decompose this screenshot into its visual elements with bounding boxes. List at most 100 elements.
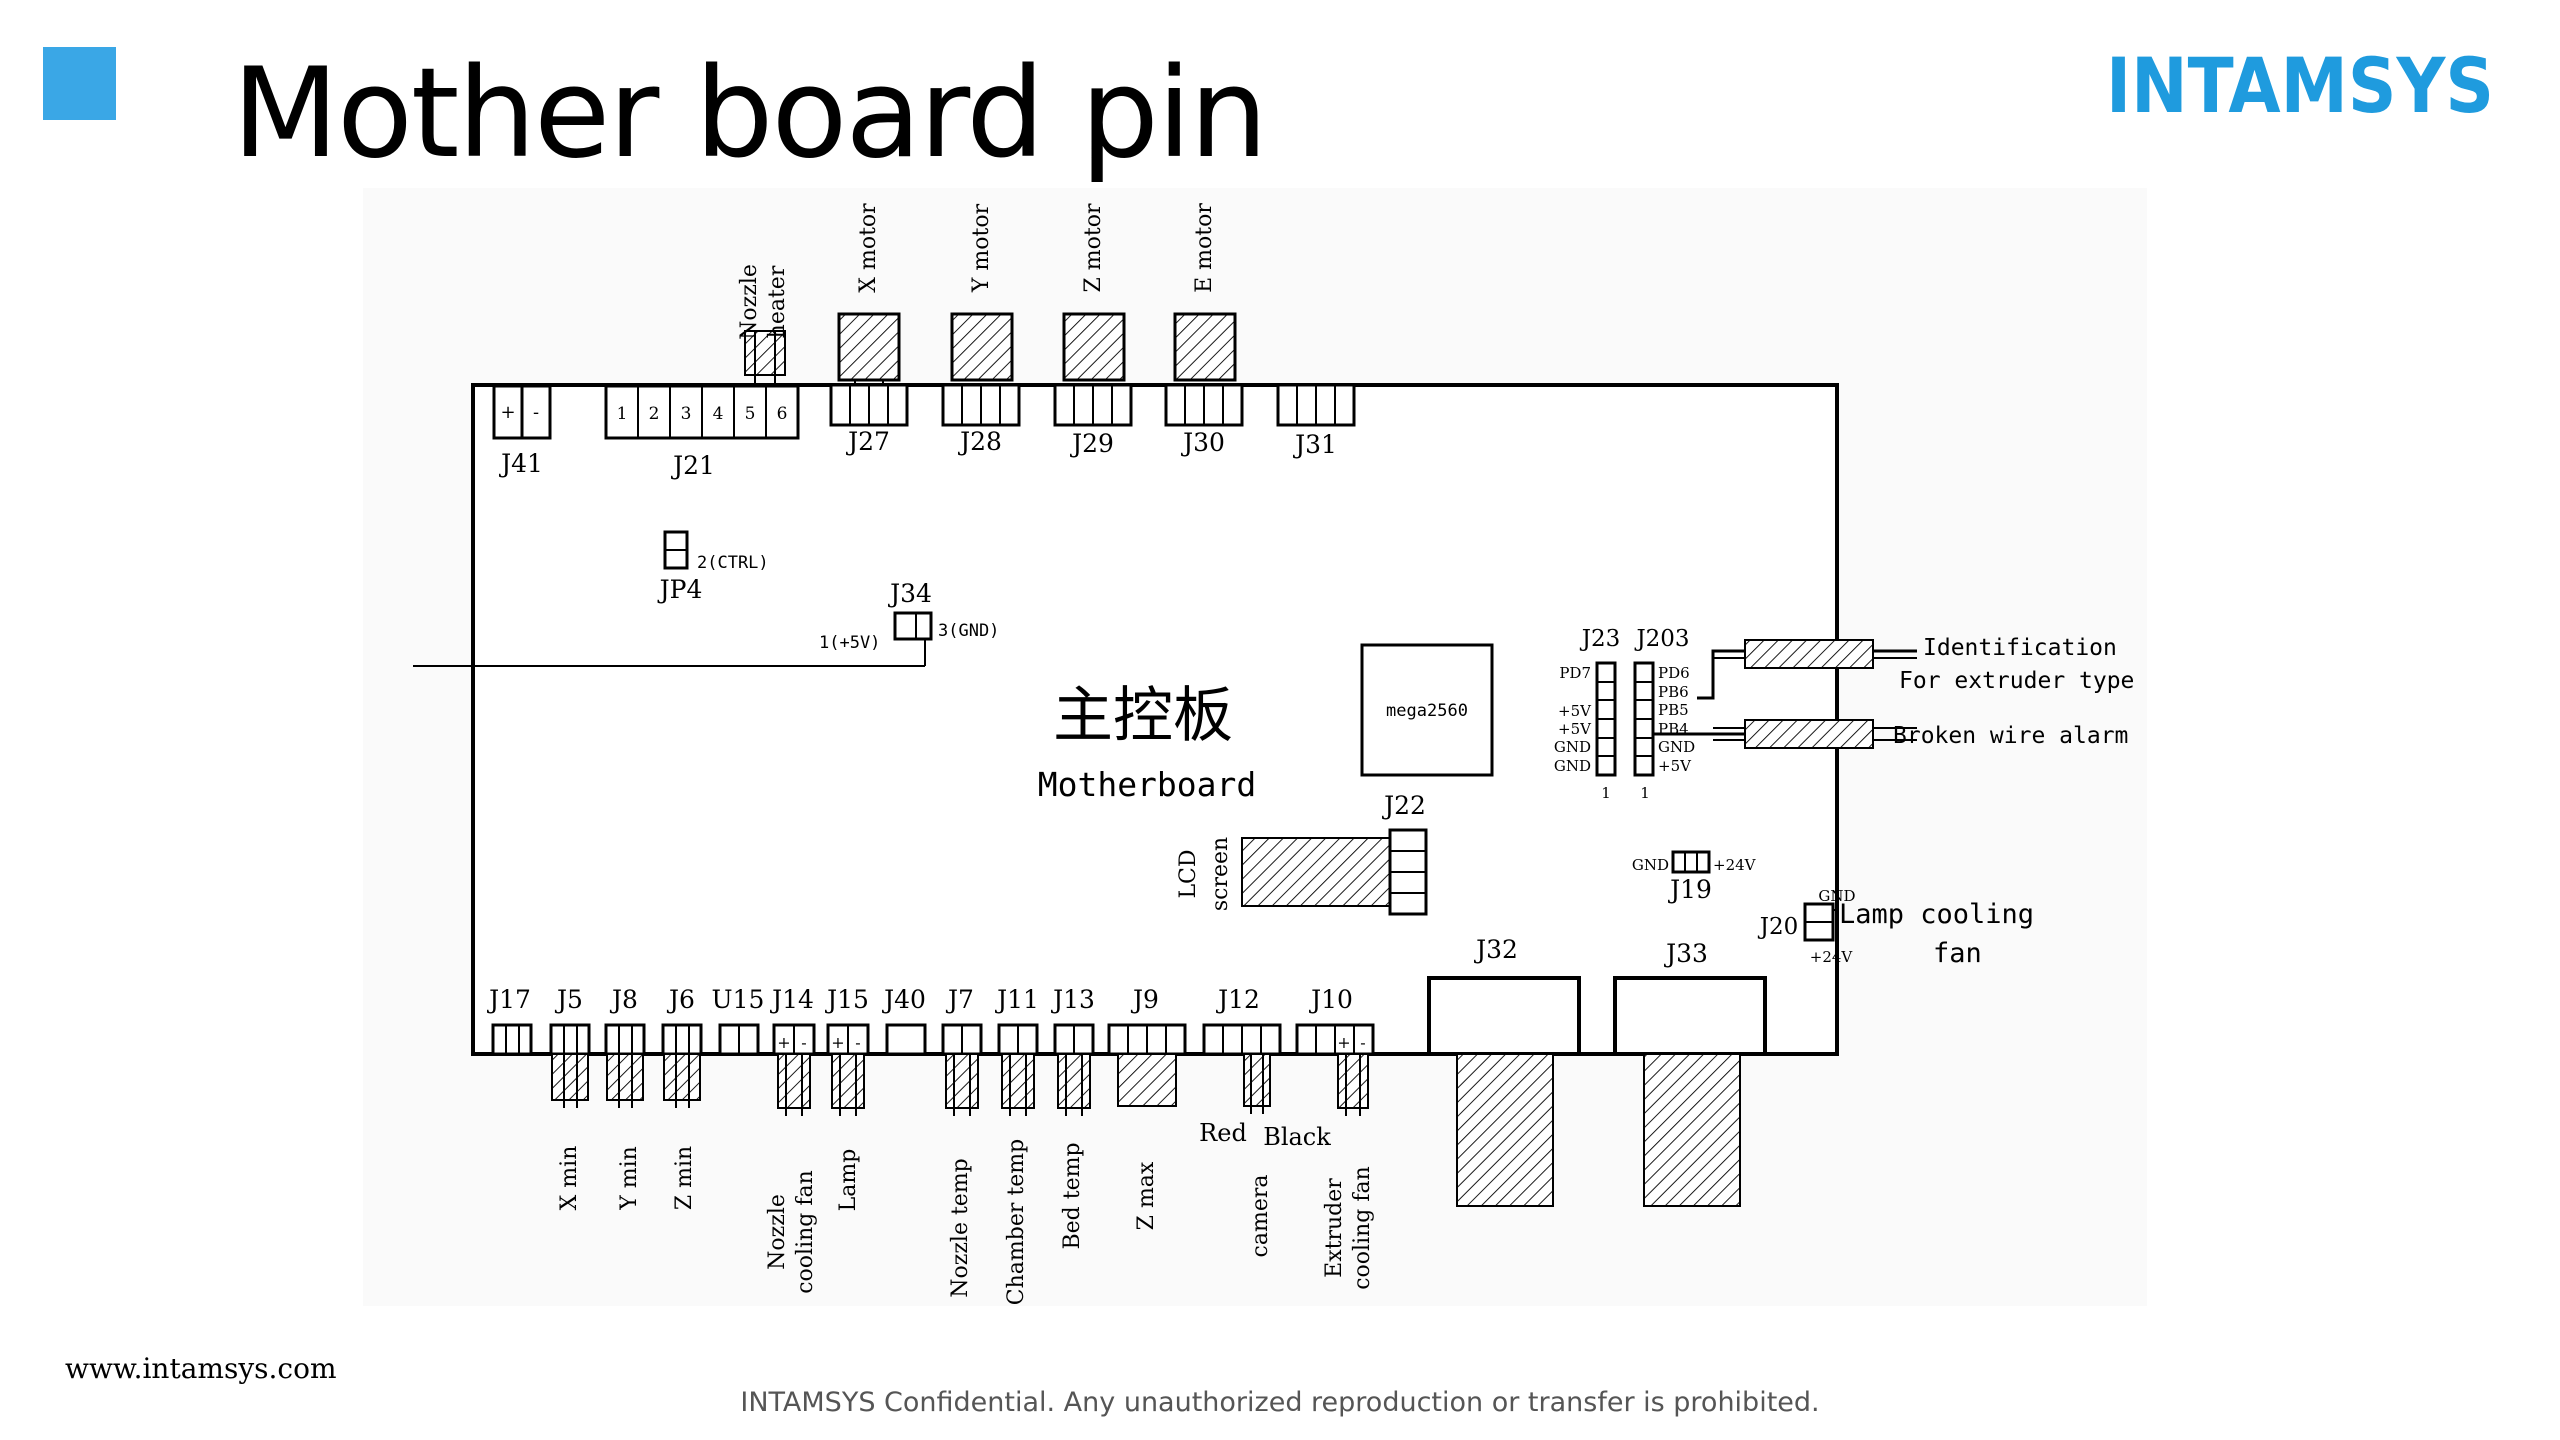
j9-label: J9 bbox=[1130, 985, 1159, 1014]
j21-pin-2: 2 bbox=[649, 404, 660, 424]
j41-label: J41 bbox=[498, 449, 543, 478]
jp4-pin-label: 2(CTRL) bbox=[697, 553, 769, 573]
j41-pin-plus: + bbox=[500, 402, 515, 423]
intamsys-logo: INTAMSYS bbox=[2106, 44, 2494, 124]
e-motor-connector-j30: E motor J30 bbox=[1164, 203, 1244, 457]
j29-label: J29 bbox=[1069, 429, 1114, 458]
j19-label: J19 bbox=[1667, 875, 1712, 904]
j203-label: J203 bbox=[1634, 626, 1689, 652]
jumper-jp4: 2(CTRL) JP4 bbox=[657, 530, 769, 604]
broken-wire-cable: Broken wire alarm bbox=[1653, 719, 2128, 749]
bed-temp-label: Bed temp bbox=[1060, 1142, 1085, 1249]
j10-minus: - bbox=[1360, 1033, 1365, 1052]
j10-label: J10 bbox=[1308, 985, 1353, 1014]
j23-pin-gnd-a: GND bbox=[1554, 738, 1591, 756]
connector-j40: J40 bbox=[881, 985, 927, 1056]
j15-plus: + bbox=[831, 1033, 844, 1052]
j20-label: J20 bbox=[1758, 914, 1799, 940]
website-url[interactable]: www.intamsys.com bbox=[65, 1352, 337, 1385]
j203-pin-pb5: PB5 bbox=[1658, 701, 1689, 719]
j23-label: J23 bbox=[1580, 626, 1621, 652]
j23-pin-pd7: PD7 bbox=[1559, 664, 1591, 682]
broken-wire-label: Broken wire alarm bbox=[1893, 723, 2128, 749]
j17-label: J17 bbox=[486, 985, 531, 1014]
j7-label: J7 bbox=[945, 985, 974, 1014]
j21-pin-4: 4 bbox=[713, 404, 724, 424]
j23-pin-5v-a: +5V bbox=[1558, 702, 1592, 720]
connector-j13-bed-temp: J13 Bed temp bbox=[1050, 985, 1095, 1250]
j19-gnd: GND bbox=[1632, 856, 1669, 874]
connector-u15: U15 bbox=[712, 985, 765, 1056]
z-min-label: Z min bbox=[672, 1146, 697, 1210]
lcd-label-2: screen bbox=[1208, 837, 1233, 911]
j23-pin-index: 1 bbox=[1601, 784, 1611, 802]
j8-label: J8 bbox=[609, 985, 638, 1014]
x-motor-connector-j27: X motor J27 bbox=[829, 203, 909, 456]
lamp-label: Lamp bbox=[836, 1149, 861, 1212]
extruder-fan-label-1: Extruder bbox=[1322, 1178, 1347, 1278]
j33-label: J33 bbox=[1663, 939, 1708, 968]
y-min-label: Y min bbox=[617, 1146, 642, 1211]
j13-label: J13 bbox=[1050, 985, 1095, 1014]
j14-plus: + bbox=[777, 1033, 790, 1052]
j20-gnd: GND bbox=[1818, 887, 1855, 905]
j21-pin-6: 6 bbox=[777, 404, 788, 424]
board-label-en: Motherboard bbox=[1038, 765, 1257, 804]
j10-plus: + bbox=[1337, 1033, 1350, 1052]
lamp-fan-label-2: fan bbox=[1933, 938, 1982, 969]
j21-pin-1: 1 bbox=[617, 404, 628, 424]
x-motor-label: X motor bbox=[856, 203, 881, 293]
j14-label: J14 bbox=[769, 985, 814, 1014]
z-motor-label: Z motor bbox=[1081, 203, 1106, 292]
j12-label: J12 bbox=[1215, 985, 1260, 1014]
connector-j6-zmin: J6 Z min bbox=[661, 985, 703, 1210]
connector-j33: J33 bbox=[1613, 939, 1767, 1207]
nozzle-temp-label: Nozzle temp bbox=[948, 1158, 973, 1298]
y-motor-connector-j28: Y motor J28 bbox=[941, 203, 1021, 456]
camera-label: camera bbox=[1248, 1175, 1273, 1258]
j32-label: J32 bbox=[1473, 935, 1518, 964]
connector-j14-nozzle-fan: J14 + - Nozzle cooling fan bbox=[765, 985, 818, 1294]
connector-j31: J31 bbox=[1276, 383, 1356, 459]
jp4-label: JP4 bbox=[657, 575, 703, 604]
nozzle-fan-label-1: Nozzle bbox=[765, 1194, 790, 1270]
j19-24v: +24V bbox=[1713, 856, 1757, 874]
j28-label: J28 bbox=[957, 427, 1002, 456]
header-j203: J203 PD6 PB6 PB5 PB4 GND +5V 1 bbox=[1633, 626, 1695, 802]
z-motor-connector-j29: Z motor J29 bbox=[1053, 203, 1133, 458]
j34-pin1-label: 1(+5V) bbox=[819, 633, 880, 653]
connector-j5-xmin: J5 X min bbox=[549, 985, 591, 1211]
connector-j41: + - J41 bbox=[492, 384, 552, 478]
lcd-label-1: LCD bbox=[1176, 849, 1201, 898]
j30-label: J30 bbox=[1180, 428, 1225, 457]
y-motor-label: Y motor bbox=[969, 203, 994, 293]
j31-label: J31 bbox=[1292, 430, 1337, 459]
j34-label: J34 bbox=[887, 579, 932, 608]
j21-pin-5: 5 bbox=[745, 404, 756, 424]
slide-title: Mother board pin bbox=[232, 42, 1268, 186]
connector-j11-chamber-temp: J11 Chamber temp bbox=[994, 985, 1039, 1305]
u15-label: U15 bbox=[712, 985, 765, 1014]
j27-label: J27 bbox=[845, 427, 890, 456]
nozzle-fan-label-2: cooling fan bbox=[793, 1170, 818, 1294]
nozzle-heater-label-1: Nozzle bbox=[737, 264, 762, 340]
extruder-fan-label-2: cooling fan bbox=[1350, 1166, 1375, 1290]
connector-j20: GND +24V J20 Lamp cooling fan bbox=[1758, 887, 2034, 969]
j5-label: J5 bbox=[554, 985, 583, 1014]
accent-square bbox=[43, 47, 116, 120]
j23-pin-gnd-b: GND bbox=[1554, 757, 1591, 775]
x-min-label: X min bbox=[557, 1146, 582, 1211]
connector-j22-lcd: J22 LCD screen bbox=[1176, 791, 1428, 916]
j23-pin-5v-b: +5V bbox=[1558, 720, 1592, 738]
connector-j8-ymin: J8 Y min bbox=[604, 985, 646, 1211]
camera-black-label: Black bbox=[1263, 1123, 1331, 1151]
mcu-label: mega2560 bbox=[1386, 701, 1468, 721]
lamp-fan-label-1: Lamp cooling bbox=[1839, 899, 2034, 930]
header-j23: J23 PD7 +5V +5V GND GND 1 bbox=[1554, 626, 1620, 802]
camera-red-label: Red bbox=[1199, 1119, 1247, 1147]
j20-24v: +24V bbox=[1810, 948, 1854, 966]
j22-label: J22 bbox=[1381, 791, 1426, 820]
nozzle-heater: Nozzle heater bbox=[737, 264, 790, 386]
j41-pin-minus: - bbox=[533, 402, 539, 423]
j15-minus: - bbox=[855, 1033, 860, 1052]
